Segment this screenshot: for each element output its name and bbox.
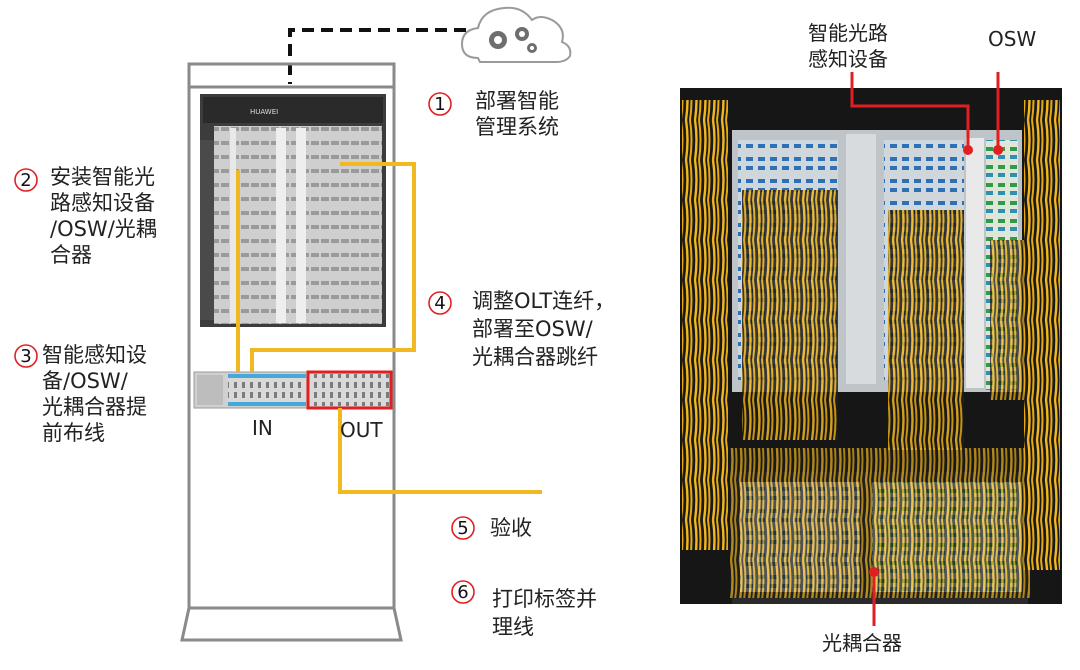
step-text-line: 打印标签并 — [492, 587, 597, 611]
step-text-line: 光耦合器提 — [42, 395, 147, 419]
out-label: OUT — [340, 418, 383, 442]
sensing-device-label-line: 感知设备 — [808, 47, 888, 71]
step-text-line: 智能感知设 — [42, 343, 147, 367]
step-number: 1 — [434, 94, 445, 115]
photo-callouts — [850, 72, 1003, 626]
sensing-device-label-line: 智能光路 — [808, 21, 888, 45]
cloud-gears-icon — [460, 6, 572, 63]
out-port-highlight — [306, 370, 393, 410]
management-link — [288, 28, 466, 84]
step-6: 6 打印标签并 理线 — [451, 580, 597, 639]
coupler-panel — [193, 370, 393, 410]
in-label: IN — [252, 416, 273, 440]
step-text-line: 路感知设备 — [50, 191, 155, 215]
cabinet-photo — [680, 88, 1062, 604]
svg-text:HUAWEI: HUAWEI — [250, 108, 278, 116]
rack-frame — [187, 62, 396, 610]
coupler-label: 光耦合器 — [822, 631, 902, 655]
step-number: 2 — [20, 170, 31, 191]
step-text-line: /OSW/光耦 — [50, 217, 157, 241]
step-number: 4 — [434, 293, 445, 314]
step-text-line: 理线 — [492, 615, 534, 639]
rack-drawing: HUAWEI IN OUT — [180, 6, 572, 642]
step-text-line: 安装智能光 — [50, 165, 155, 189]
step-number: 5 — [457, 518, 468, 539]
rack-base — [180, 607, 403, 642]
step-text-line: 调整OLT连纤， — [472, 289, 615, 313]
step-text-line: 管理系统 — [475, 115, 559, 139]
step-text-line: 部署智能 — [475, 89, 559, 113]
step-4: 4 调整OLT连纤， 部署至OSW/ 光耦合器跳纤 — [428, 289, 615, 369]
step-number: 3 — [20, 346, 31, 367]
step-1: 1 部署智能 管理系统 — [428, 89, 559, 139]
step-text-line: 前布线 — [42, 421, 105, 445]
step-text-line: 备/OSW/ — [42, 369, 129, 393]
step-text-line: 部署至OSW/ — [472, 317, 594, 341]
step-text-line: 合器 — [50, 243, 92, 267]
step-5: 5 验收 — [451, 516, 532, 540]
step-3: 3 智能感知设 备/OSW/ 光耦合器提 前布线 — [14, 343, 147, 445]
fiber-jumpers — [236, 162, 542, 494]
step-text-line: 光耦合器跳纤 — [472, 345, 598, 369]
step-number: 6 — [457, 582, 468, 603]
olt-chassis: HUAWEI — [200, 94, 386, 327]
step-text-line: 验收 — [490, 516, 532, 540]
step-2: 2 安装智能光 路感知设备 /OSW/光耦 合器 — [14, 165, 157, 267]
osw-label: OSW — [988, 27, 1036, 51]
